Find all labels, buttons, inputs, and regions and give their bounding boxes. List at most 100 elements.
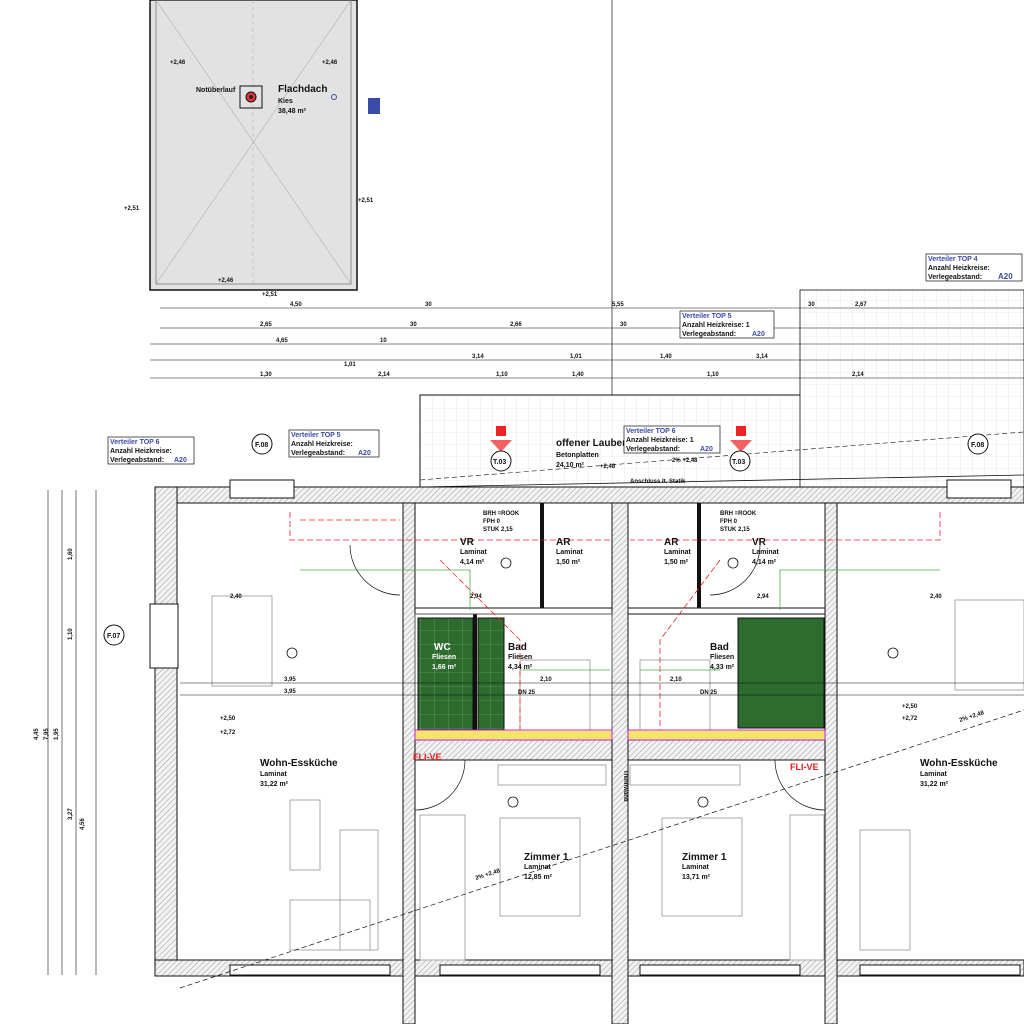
fluve-label: FLI-VE bbox=[413, 752, 442, 762]
roof-level: +2,46 bbox=[170, 60, 186, 66]
level-label: +2,72 bbox=[220, 730, 236, 736]
svg-text:1,01: 1,01 bbox=[570, 354, 582, 360]
distributor-box: Verteiler TOP 6 Anzahl Heizkreise: Verle… bbox=[107, 436, 195, 465]
furniture bbox=[211, 595, 1024, 961]
svg-text:1,10: 1,10 bbox=[707, 372, 719, 378]
svg-text:1,30: 1,30 bbox=[260, 372, 272, 378]
svg-text:3,14: 3,14 bbox=[756, 354, 768, 360]
svg-text:Verlegeabstand:: Verlegeabstand: bbox=[110, 457, 164, 464]
svg-text:Fliesen: Fliesen bbox=[508, 654, 532, 661]
svg-text:4,56: 4,56 bbox=[80, 818, 86, 830]
svg-text:1,60: 1,60 bbox=[68, 548, 74, 560]
left-dimensions bbox=[47, 490, 97, 975]
svg-text:Anzahl Heizkreise: 1: Anzahl Heizkreise: 1 bbox=[626, 437, 694, 444]
svg-text:Fliesen: Fliesen bbox=[710, 654, 734, 661]
heating-pipes bbox=[289, 512, 941, 740]
flat-roof: Flachdach Kies 38,48 m² Notüberlauf +2,4… bbox=[124, 0, 374, 298]
svg-text:3,14: 3,14 bbox=[472, 354, 484, 360]
svg-text:F.08: F.08 bbox=[971, 442, 984, 449]
svg-text:A20: A20 bbox=[752, 331, 765, 338]
door-swings bbox=[349, 544, 826, 811]
svg-text:AR: AR bbox=[664, 537, 679, 548]
level-label: +2,72 bbox=[902, 716, 918, 722]
svg-text:Verteiler TOP 6: Verteiler TOP 6 bbox=[626, 428, 676, 435]
fph-label: FPH 0 bbox=[720, 519, 738, 525]
svg-text:2,40: 2,40 bbox=[230, 594, 242, 600]
wc-floor-tiles bbox=[417, 617, 474, 731]
corridor-area: 24,10 m² bbox=[556, 462, 585, 469]
svg-text:30: 30 bbox=[808, 302, 815, 308]
svg-text:4,65: 4,65 bbox=[276, 338, 288, 344]
svg-text:Anzahl Heizkreise: 1: Anzahl Heizkreise: 1 bbox=[682, 322, 750, 329]
fluve-label: FLI-VE bbox=[790, 762, 819, 772]
svg-text:A20: A20 bbox=[174, 457, 187, 464]
svg-text:A20: A20 bbox=[700, 446, 713, 453]
svg-text:1,50 m²: 1,50 m² bbox=[664, 559, 689, 566]
roof-area: 38,48 m² bbox=[278, 108, 307, 115]
svg-text:Verteiler TOP 5: Verteiler TOP 5 bbox=[682, 313, 732, 320]
svg-text:Laminat: Laminat bbox=[682, 864, 710, 871]
room-label-vr: VR Laminat 4,14 m² bbox=[460, 537, 488, 566]
svg-text:1,40: 1,40 bbox=[572, 372, 584, 378]
door-tag: T.03 bbox=[729, 450, 751, 472]
svg-text:Bad: Bad bbox=[508, 642, 527, 653]
svg-text:Bad: Bad bbox=[710, 642, 729, 653]
roof-material: Kies bbox=[278, 98, 293, 105]
svg-text:T.03: T.03 bbox=[493, 459, 506, 466]
stuk-label: STUK 2,15 bbox=[483, 527, 513, 533]
sill-label: BRH =ROOK bbox=[720, 511, 757, 517]
dimension-labels: 4,50 30 5,55 30 2,65 30 2,66 30 2,67 4,6… bbox=[260, 302, 867, 378]
svg-text:Laminat: Laminat bbox=[556, 549, 584, 556]
room-label-bad: Bad Fliesen 4,34 m² bbox=[508, 642, 533, 671]
roof-level: +2,51 bbox=[262, 292, 278, 298]
corridor-note: Anschluss lt. Statik bbox=[630, 479, 686, 485]
svg-text:Verteiler TOP 6: Verteiler TOP 6 bbox=[110, 439, 160, 446]
svg-text:3,95: 3,95 bbox=[284, 689, 296, 695]
room-label-vr: VR Laminat 4,14 m² bbox=[752, 537, 780, 566]
roof-name: Flachdach bbox=[278, 84, 327, 95]
svg-text:31,22 m²: 31,22 m² bbox=[260, 781, 289, 788]
room-label-ar: AR Laminat 1,50 m² bbox=[556, 537, 584, 566]
shower-tiles bbox=[477, 617, 505, 731]
room-label-living: Wohn-Essküche Laminat 31,22 m² bbox=[920, 758, 998, 788]
room-label-bedroom: Zimmer 1 Laminat 12,85 m² bbox=[524, 852, 569, 881]
svg-text:5,55: 5,55 bbox=[612, 302, 624, 308]
window-tag: F.08 bbox=[967, 433, 989, 455]
svg-text:30: 30 bbox=[410, 322, 417, 328]
svg-text:Verlegeabstand:: Verlegeabstand: bbox=[626, 446, 680, 453]
level-label: +2,50 bbox=[902, 704, 918, 710]
svg-text:2,14: 2,14 bbox=[852, 372, 864, 378]
room-label-bedroom: Zimmer 1 Laminat 13,71 m² bbox=[682, 852, 727, 881]
svg-text:30: 30 bbox=[425, 302, 432, 308]
distributor-box: Verteiler TOP 6 Anzahl Heizkreise: 1 Ver… bbox=[623, 425, 721, 454]
svg-text:1,95: 1,95 bbox=[54, 728, 60, 740]
inner-dimensions: 3,95 3,95 2,94 2,94 2,40 2,40 2,10 2,10 bbox=[180, 594, 1024, 696]
roof-level: +2,46 bbox=[218, 278, 234, 284]
svg-text:Laminat: Laminat bbox=[524, 864, 552, 871]
roof-tag bbox=[368, 98, 380, 114]
svg-text:F.08: F.08 bbox=[255, 442, 268, 449]
svg-text:1,01: 1,01 bbox=[344, 362, 356, 368]
stuk-label: STUK 2,15 bbox=[720, 527, 750, 533]
svg-text:2,10: 2,10 bbox=[670, 677, 682, 683]
svg-text:13,71 m²: 13,71 m² bbox=[682, 874, 711, 881]
svg-text:Laminat: Laminat bbox=[752, 549, 780, 556]
room-label-living: Wohn-Essküche Laminat 31,22 m² bbox=[260, 758, 338, 788]
svg-text:Zimmer 1: Zimmer 1 bbox=[524, 852, 569, 863]
corridor: offener Laubengang Betonplatten 24,10 m²… bbox=[419, 289, 1024, 491]
svg-text:4,45: 4,45 bbox=[34, 728, 40, 740]
svg-text:4,50: 4,50 bbox=[290, 302, 302, 308]
party-wall-label: Trennwand bbox=[622, 770, 628, 802]
svg-text:Verteiler TOP 5: Verteiler TOP 5 bbox=[291, 432, 341, 439]
svg-text:4,33 m²: 4,33 m² bbox=[710, 664, 735, 671]
svg-text:Anzahl Heizkreise:: Anzahl Heizkreise: bbox=[291, 441, 353, 448]
distributor-box: Verteiler TOP 4 Anzahl Heizkreise: Verle… bbox=[925, 253, 1023, 282]
svg-text:3,27: 3,27 bbox=[68, 808, 74, 820]
svg-text:A20: A20 bbox=[358, 450, 371, 457]
ceiling-lights bbox=[286, 557, 899, 808]
svg-text:7,95: 7,95 bbox=[44, 728, 50, 740]
svg-text:2,94: 2,94 bbox=[757, 594, 769, 600]
svg-text:VR: VR bbox=[460, 537, 475, 548]
svg-text:Laminat: Laminat bbox=[460, 549, 488, 556]
svg-text:Verlegeabstand:: Verlegeabstand: bbox=[928, 274, 982, 281]
